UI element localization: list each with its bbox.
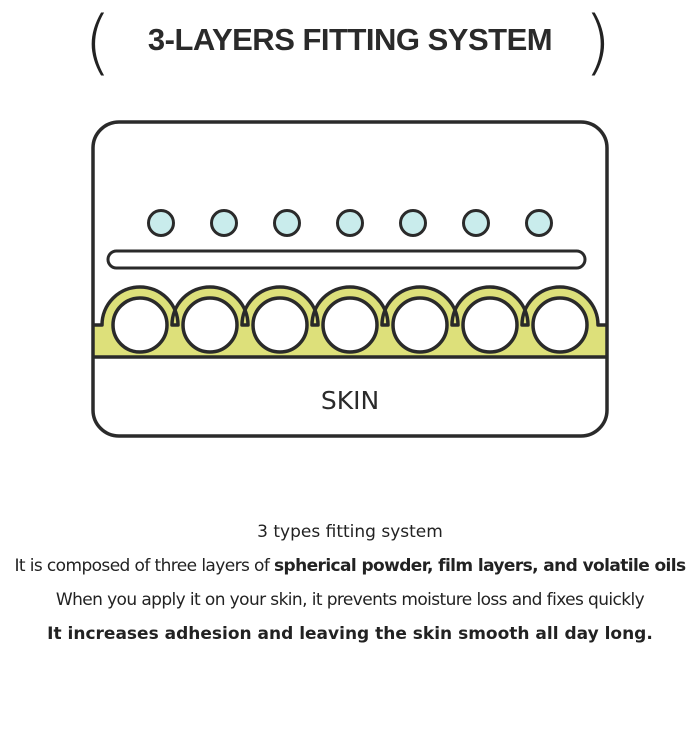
powder-sphere [531,296,589,354]
description-line-2-text: It is composed of three layers of [14,556,275,576]
powder-sphere [111,296,169,354]
page-title: 3-LAYERS FITTING SYSTEM [147,22,553,57]
description: 3 types fitting system It is composed of… [0,515,700,651]
title-header: ( 3-LAYERS FITTING SYSTEM ) [0,0,700,86]
powder-sphere [391,296,449,354]
powder-sphere [181,296,239,354]
oil-droplet [462,209,490,237]
powder-sphere [461,296,519,354]
oil-droplet [273,209,301,237]
powder-spheres [111,296,589,354]
description-line-4-emphasis: It increases adhesion and leaving the sk… [47,624,653,644]
oil-droplet [525,209,553,237]
skin-label: SKIN [321,386,379,415]
description-line-2-emphasis: spherical powder, film layers, and volat… [274,556,686,576]
description-line-1: 3 types fitting system [257,522,443,542]
title-open-paren: ( [84,1,112,83]
powder-sphere [321,296,379,354]
oil-droplet [336,209,364,237]
film-layer [106,249,587,270]
diagram-frame [91,120,609,438]
layers-diagram: SKIN [91,120,609,438]
powder-sphere [251,296,309,354]
description-line-4: It increases adhesion and leaving the sk… [0,617,700,651]
description-line-2: It is composed of three layers of spheri… [0,549,700,583]
oil-droplets [147,209,553,237]
oil-droplet [399,209,427,237]
oil-droplet [210,209,238,237]
description-line-3: When you apply it on your skin, it preve… [55,590,645,610]
oil-droplet [147,209,175,237]
title-close-paren: ) [584,1,612,83]
